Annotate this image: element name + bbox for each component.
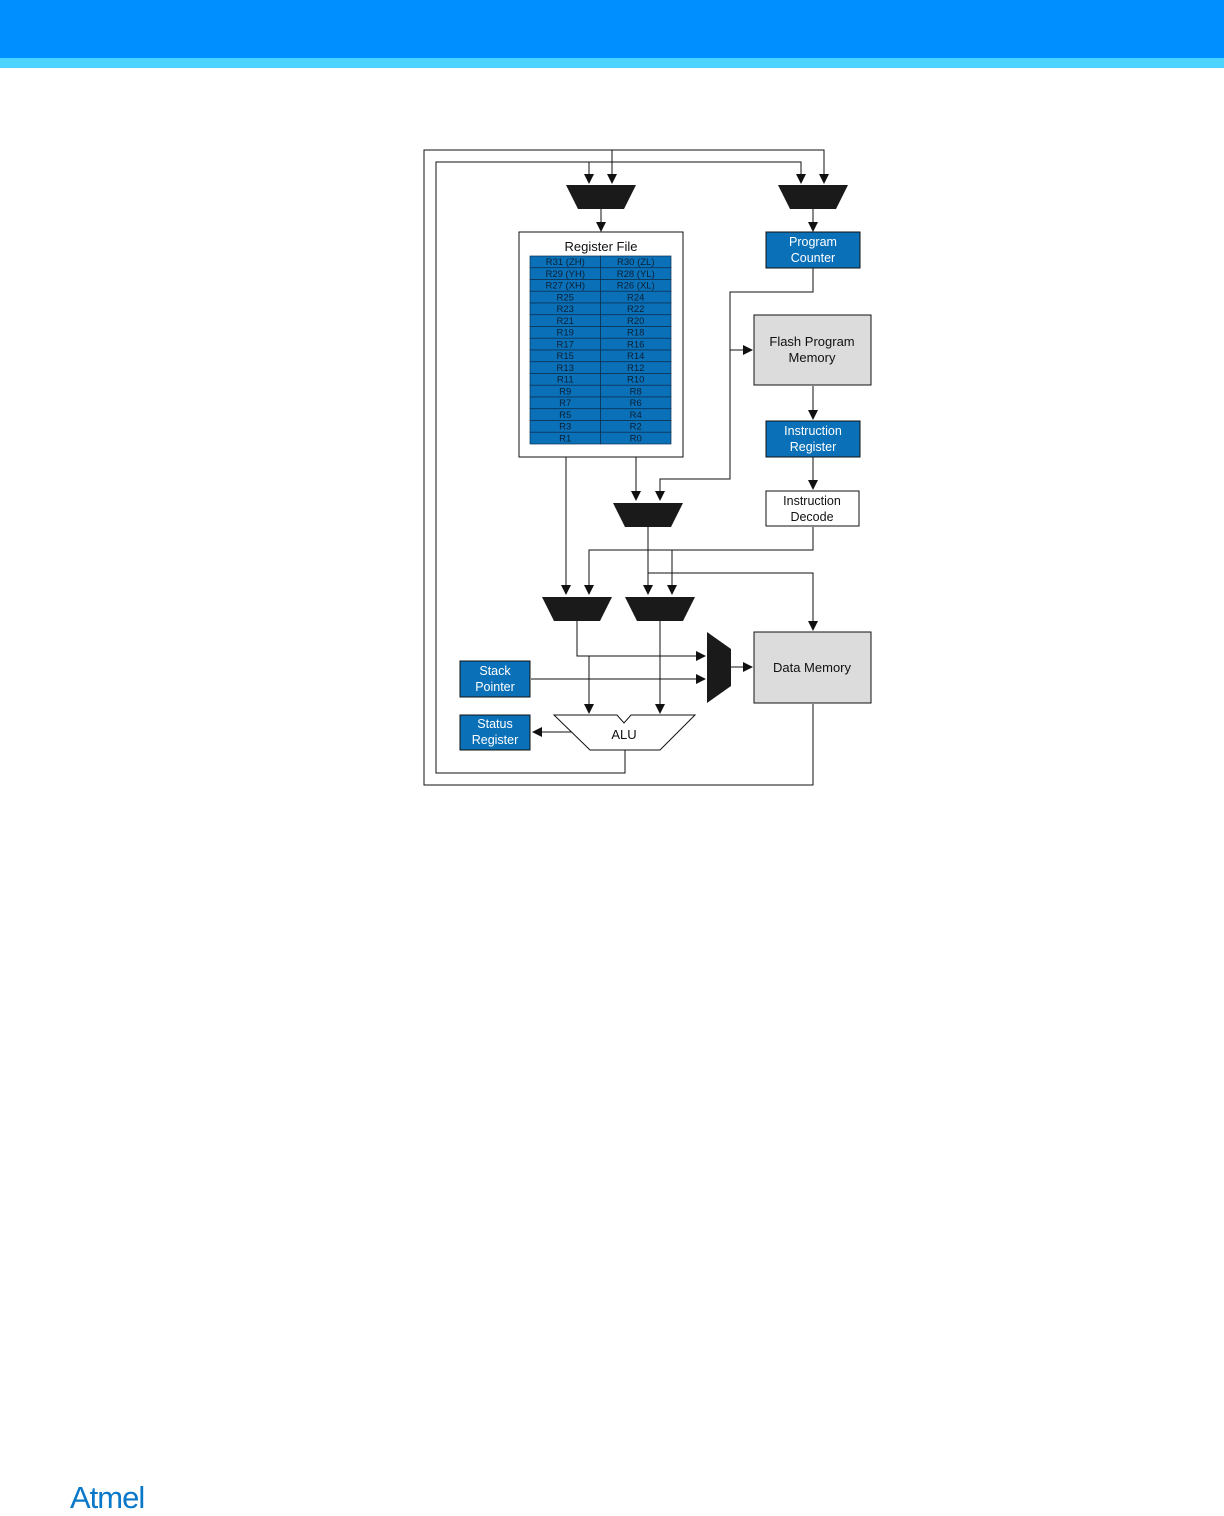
register-label: R28 (YL) xyxy=(617,269,655,280)
instruction-register-line1: Instruction xyxy=(784,424,842,438)
register-label: R14 xyxy=(627,351,644,362)
program-counter-line1: Program xyxy=(789,235,837,249)
register-label: R24 xyxy=(627,292,644,303)
data-memory: Data Memory xyxy=(753,631,872,704)
register-label: R30 (ZL) xyxy=(617,257,654,268)
multiplexers xyxy=(542,185,848,703)
register-label: R23 xyxy=(557,304,574,315)
header-bar xyxy=(0,0,1224,58)
instruction-register: Instruction Register xyxy=(765,420,861,458)
register-label: R17 xyxy=(557,339,574,350)
flash-memory-line1: Flash Program xyxy=(769,334,854,349)
register-label: R3 xyxy=(559,422,571,433)
mux-regfile-input xyxy=(566,185,636,209)
program-counter: Program Counter xyxy=(765,231,861,269)
register-label: R25 xyxy=(557,292,574,303)
instruction-decode: Instruction Decode xyxy=(765,490,860,527)
instruction-decode-line1: Instruction xyxy=(783,494,841,508)
register-label: R31 (ZH) xyxy=(546,257,585,268)
wire-pc-out xyxy=(655,268,814,501)
register-label: R29 (YH) xyxy=(545,269,585,280)
mux-alu-operand-b xyxy=(625,597,695,621)
stack-pointer-line1: Stack xyxy=(479,664,511,678)
alu: ALU xyxy=(552,714,697,751)
instruction-register-line2: Register xyxy=(790,440,837,454)
register-label: R21 xyxy=(557,316,574,327)
register-label: R27 (XH) xyxy=(545,281,585,292)
wire-mux4-out xyxy=(576,621,706,661)
register-rows: R31 (ZH) R30 (ZL) R29 (YH) R28 (YL) R27 (XH)… xyxy=(529,255,672,445)
register-label: R4 xyxy=(630,410,642,421)
status-register-line1: Status xyxy=(477,717,512,731)
stack-pointer-line2: Pointer xyxy=(475,680,515,694)
register-label: R2 xyxy=(630,422,642,433)
register-label: R12 xyxy=(627,363,644,374)
status-register-line2: Register xyxy=(472,733,519,747)
wires xyxy=(423,149,829,786)
register-label: R15 xyxy=(557,351,574,362)
alu-label: ALU xyxy=(611,727,636,742)
mux-address-select xyxy=(613,503,683,527)
register-file: Register File R31 (ZH)R30 (ZL)R29 (YH)R2… xyxy=(518,231,684,458)
register-label: R6 xyxy=(630,398,642,409)
register-label: R5 xyxy=(559,410,571,421)
register-file-title: Register File xyxy=(565,239,638,254)
mux-pc-input xyxy=(778,185,848,209)
wire-alu-loop xyxy=(435,161,806,774)
register-label: R8 xyxy=(630,386,642,397)
mux-alu-operand-a xyxy=(542,597,612,621)
wire-decode-out xyxy=(584,527,814,595)
register-label: R26 (XL) xyxy=(617,281,655,292)
mux-data-memory-address xyxy=(707,632,731,703)
register-label: R19 xyxy=(557,328,574,339)
register-label: R18 xyxy=(627,328,644,339)
header-accent-strip xyxy=(0,58,1224,68)
register-label: R0 xyxy=(630,433,642,444)
atmel-logo: Atmel xyxy=(70,1480,145,1515)
wire-mux3-to-data-mem xyxy=(648,572,818,631)
register-label: R11 xyxy=(557,375,574,386)
register-label: R16 xyxy=(627,339,644,350)
wire-data-memory-loop xyxy=(423,149,829,786)
program-counter-line2: Counter xyxy=(791,251,835,265)
register-label: R9 xyxy=(559,386,571,397)
register-label: R1 xyxy=(559,433,571,444)
data-memory-label: Data Memory xyxy=(773,660,852,675)
flash-program-memory: Flash Program Memory xyxy=(753,314,872,386)
status-register: Status Register xyxy=(459,714,531,751)
instruction-decode-line2: Decode xyxy=(790,510,833,524)
flash-memory-line2: Memory xyxy=(789,350,836,365)
register-label: R20 xyxy=(627,316,644,327)
register-label: R22 xyxy=(627,304,644,315)
register-label: R10 xyxy=(627,375,644,386)
register-label: R7 xyxy=(559,398,571,409)
register-label: R13 xyxy=(557,363,574,374)
stack-pointer: Stack Pointer xyxy=(459,660,531,698)
register-cell xyxy=(600,431,672,445)
